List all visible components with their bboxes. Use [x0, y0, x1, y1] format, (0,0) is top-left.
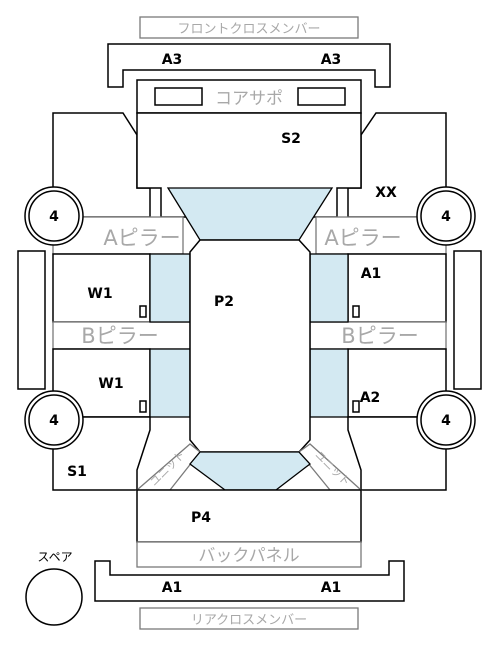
rear-window — [189, 451, 311, 491]
b-pillar-left-label: Bピラー — [81, 324, 158, 348]
front-right-tire-grade: 4 — [441, 209, 451, 225]
spare-tire — [25, 568, 83, 626]
left-front-door-handle — [139, 305, 147, 318]
left-rear-fender-grade: S1 — [67, 464, 87, 480]
right-front-door-grade: A1 — [361, 266, 382, 282]
left-headlight — [154, 87, 203, 106]
roof-grade: P2 — [214, 294, 234, 310]
bonnet-grade: S2 — [281, 131, 301, 147]
spare-tire-label: スペア — [37, 550, 72, 564]
right-rear-door-handle — [352, 400, 360, 413]
a-pillar-left-label: Aピラー — [103, 226, 180, 250]
front-bumper — [107, 43, 391, 88]
rear-bumper — [94, 560, 405, 602]
front-left-tire: 4 — [24, 186, 84, 246]
left-front-door — [52, 253, 151, 323]
right-rear-door-grade: A2 — [360, 390, 381, 406]
rear-cross-right-grade: A1 — [321, 580, 342, 596]
front-cross-left-grade: A3 — [162, 52, 183, 68]
trunk-grade: P4 — [191, 510, 211, 526]
core-support-label: コアサポ — [215, 89, 283, 109]
rear-cross-member-box — [139, 607, 359, 630]
rear-right-tire-grade: 4 — [441, 413, 451, 429]
right-front-door-handle — [352, 305, 360, 318]
front-cross-member-label: フロントクロスメンバー — [177, 22, 320, 37]
rear-cross-left-grade: A1 — [162, 580, 183, 596]
roof — [189, 239, 311, 453]
front-cross-member-box — [139, 16, 359, 39]
rear-cross-member-label: リアクロスメンバー — [191, 613, 307, 628]
windshield — [166, 187, 334, 241]
front-cross-right-grade: A3 — [321, 52, 342, 68]
b-pillar-right-label: Bピラー — [341, 324, 418, 348]
right-front-door — [347, 253, 447, 323]
back-panel-label: バックパネル — [198, 546, 299, 566]
left-front-window — [149, 253, 191, 323]
left-rear-door-grade: W1 — [98, 376, 123, 392]
front-left-tire-grade: 4 — [49, 209, 59, 225]
left-front-door-grade: W1 — [87, 286, 112, 302]
left-rear-door-handle — [139, 400, 147, 413]
back-panel-box — [136, 541, 362, 568]
left-side-skirt — [17, 250, 46, 390]
right-headlight — [297, 87, 346, 106]
right-front-window — [309, 253, 349, 323]
right-front-fender-grade: XX — [375, 185, 397, 201]
right-rear-window — [309, 348, 349, 418]
trunk — [136, 489, 362, 543]
rear-left-tire: 4 — [24, 390, 84, 450]
rear-right-tire: 4 — [416, 390, 476, 450]
a-pillar-right-label: Aピラー — [324, 226, 401, 250]
left-rear-window — [149, 348, 191, 418]
right-side-skirt — [453, 250, 482, 390]
front-right-tire: 4 — [416, 186, 476, 246]
rear-left-tire-grade: 4 — [49, 413, 59, 429]
